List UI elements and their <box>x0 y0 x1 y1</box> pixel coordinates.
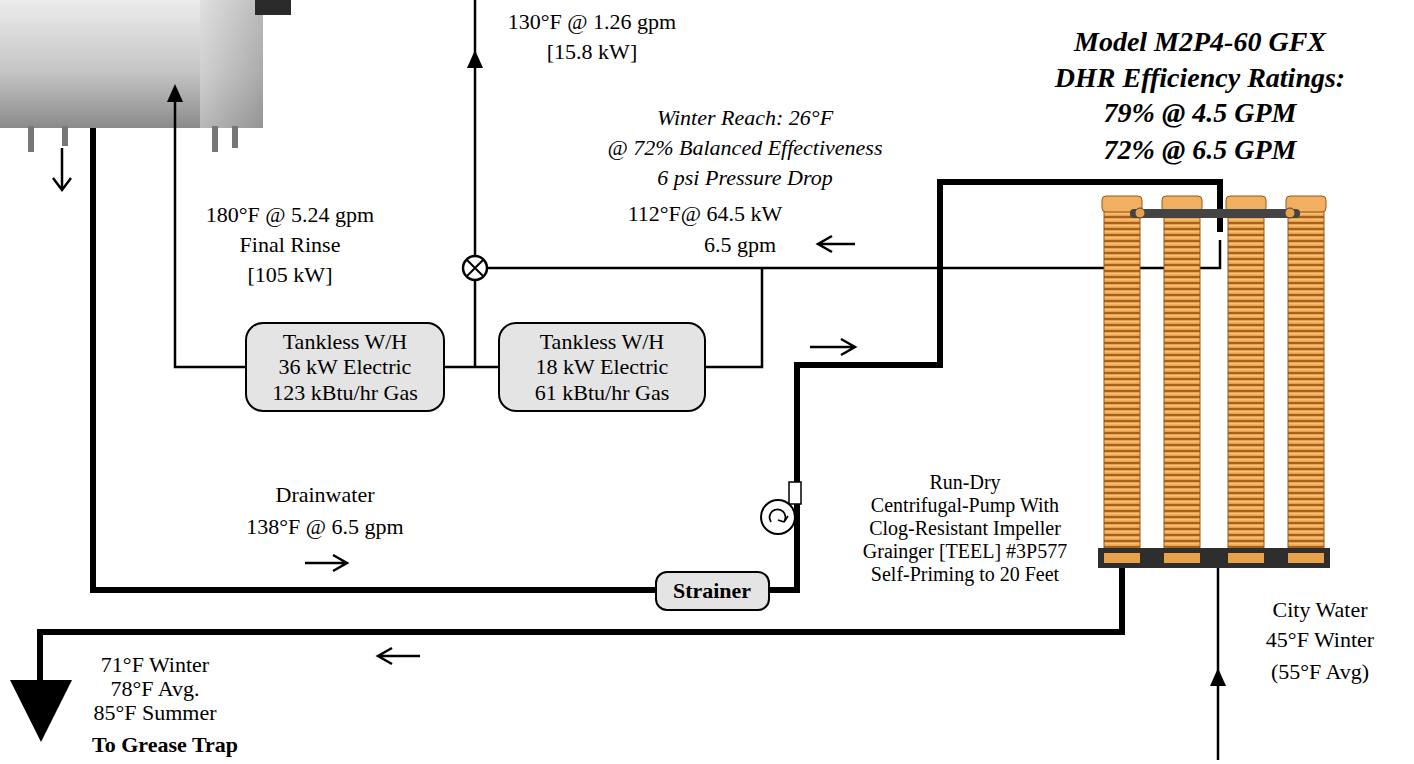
annotation-label: 45°F Winter <box>1266 628 1374 652</box>
annotation-label: City Water <box>1273 598 1368 622</box>
box-text: Tankless W/H <box>283 329 408 354</box>
annotation-label: @ 72% Balanced Effectiveness <box>608 136 883 160</box>
annotation-label: 79% @ 4.5 GPM <box>1104 98 1297 129</box>
annotation-label: Grainger [TEEL] #3P577 <box>863 540 1067 562</box>
annotation-label: (55°F Avg) <box>1271 660 1369 684</box>
annotation-label: Clog-Resistant Impeller <box>869 517 1061 539</box>
annotation-label: 85°F Summer <box>93 701 216 725</box>
pump-symbol <box>761 482 801 534</box>
annotation-label: Winter Reach: 26°F <box>657 106 833 130</box>
annotation-label: 71°F Winter <box>101 653 209 677</box>
dishwasher <box>0 0 291 152</box>
annotation-label: 130°F @ 1.26 gpm <box>508 10 676 34</box>
box-text: 61 kBtu/hr Gas <box>535 380 669 405</box>
annotation-label: DHR Efficiency Ratings: <box>1055 63 1345 94</box>
direction-arrow <box>53 148 855 664</box>
water-heater-box: Tankless W/H18 kW Electric61 kBtu/hr Gas <box>498 322 706 412</box>
pipe-connector <box>445 366 498 369</box>
drain-pipe <box>40 128 1220 682</box>
box-text: Tankless W/H <box>540 329 665 354</box>
annotation-label: 78°F Avg. <box>110 677 199 701</box>
annotation-label: Centrifugal-Pump With <box>871 494 1059 516</box>
mixing-valve <box>463 256 487 280</box>
annotation-label: 6 psi Pressure Drop <box>657 166 832 190</box>
annotation-label: 138°F @ 6.5 gpm <box>246 515 403 539</box>
box-text: Strainer <box>673 578 751 603</box>
flow-arrowhead <box>167 50 1226 686</box>
annotation-label: 180°F @ 5.24 gpm <box>206 203 374 227</box>
outlet-arrow <box>10 680 72 742</box>
annotation-label: Self-Priming to 20 Feet <box>871 563 1059 585</box>
box-text: 36 kW Electric <box>279 354 412 379</box>
annotation-label: 6.5 gpm <box>704 233 776 257</box>
annotation-label: Run-Dry <box>929 471 1000 493</box>
strainer-box: Strainer <box>655 571 770 611</box>
water-heater-box: Tankless W/H36 kW Electric123 kBtu/hr Ga… <box>245 322 445 412</box>
box-text: 18 kW Electric <box>536 354 669 379</box>
annotation-label: Final Rinse <box>240 233 341 257</box>
annotation-label: [15.8 kW] <box>547 40 637 64</box>
annotation-label: 112°F@ 64.5 kW <box>628 202 783 226</box>
annotation-label: Drainwater <box>276 483 375 507</box>
gfx-heat-exchanger <box>1098 196 1330 568</box>
water-line <box>175 0 1220 760</box>
annotation-label: Model M2P4-60 GFX <box>1074 27 1326 58</box>
box-text: 123 kBtu/hr Gas <box>272 380 417 405</box>
annotation-label: To Grease Trap <box>92 733 238 757</box>
annotation-label: [105 kW] <box>248 263 333 287</box>
annotation-label: 72% @ 6.5 GPM <box>1104 135 1297 166</box>
